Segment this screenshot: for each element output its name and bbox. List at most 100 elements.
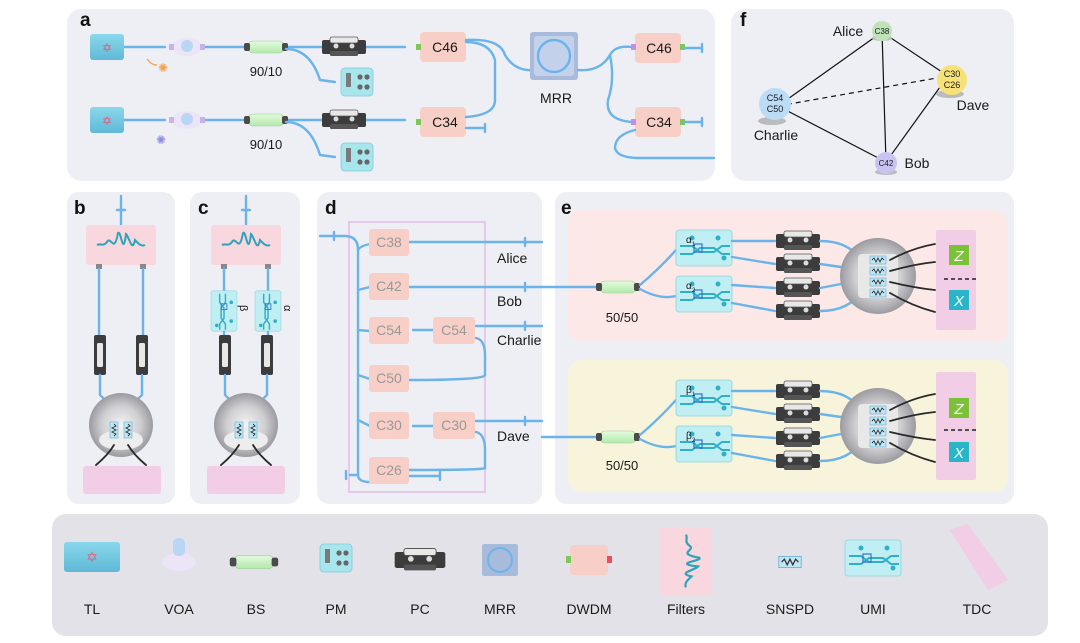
svg-text:✺: ✺ xyxy=(158,61,168,75)
demux-tree xyxy=(318,230,544,484)
dwdm-c54-a: C54 xyxy=(369,317,409,344)
dwdm-c46-left: C46 xyxy=(416,32,466,62)
laser-top-chain: ✡ ✺ 90/10 xyxy=(90,34,407,97)
legend-voa: VOA xyxy=(162,538,196,617)
mrr-ring: MRR xyxy=(530,32,578,106)
panel-a-label: a xyxy=(80,10,91,31)
dwdm-c46-right: C46 xyxy=(631,33,685,63)
svg-text:✺: ✺ xyxy=(156,133,166,147)
svg-text:SNSPD: SNSPD xyxy=(766,601,814,617)
svg-text:Bob: Bob xyxy=(905,155,930,171)
svg-text:PC: PC xyxy=(410,601,429,617)
svg-text:PM: PM xyxy=(326,601,347,617)
svg-text:C42: C42 xyxy=(376,278,402,294)
svg-text:TL: TL xyxy=(84,601,101,617)
svg-text:VOA: VOA xyxy=(164,601,194,617)
pm-icon xyxy=(340,142,374,172)
tl-icon xyxy=(90,107,124,133)
node-bob: C42 Bob xyxy=(875,152,930,175)
dwdm-c34-right: C34 xyxy=(631,107,685,137)
tl-icon xyxy=(90,34,124,60)
dwdm-c54-b: C54 xyxy=(433,317,475,344)
svg-text:C38: C38 xyxy=(875,27,890,36)
svg-text:✡: ✡ xyxy=(102,41,112,55)
panel-c-label: c xyxy=(198,198,209,219)
svg-text:Alice: Alice xyxy=(833,23,864,39)
svg-text:Dave: Dave xyxy=(957,97,990,113)
legend-bs: BS xyxy=(229,554,279,617)
panel-e-label: e xyxy=(561,198,572,219)
legend-dwdm: DWDM xyxy=(566,545,612,617)
bs-icon xyxy=(243,113,289,127)
svg-text:✡: ✡ xyxy=(86,549,98,565)
panel-b-label: b xyxy=(74,198,86,219)
svg-text:C54: C54 xyxy=(376,322,402,338)
dwdm-c30-b: C30 xyxy=(433,412,475,439)
svg-text:C50: C50 xyxy=(767,104,784,114)
bs-icon xyxy=(243,40,289,54)
svg-text:1: 1 xyxy=(692,392,696,398)
panel-c-setup: β α xyxy=(207,194,293,494)
dwdm-c42: C42 xyxy=(369,273,409,300)
svg-text:Filters: Filters xyxy=(667,601,705,617)
legend-umi: UMI xyxy=(844,539,902,617)
dwdm-c38: C38 xyxy=(369,229,409,256)
svg-text:C30: C30 xyxy=(944,69,961,79)
legend-bg xyxy=(52,514,1048,636)
svg-text:Z: Z xyxy=(953,401,964,418)
svg-text:✡: ✡ xyxy=(102,114,112,128)
splitter-top-label: 90/10 xyxy=(250,64,283,79)
svg-text:C50: C50 xyxy=(376,370,402,386)
node-charlie: C54 C50 Charlie xyxy=(754,88,799,143)
svg-text:α: α xyxy=(686,281,692,292)
svg-text:C30: C30 xyxy=(441,417,467,433)
svg-text:α: α xyxy=(281,305,293,312)
legend-snspd: SNSPD xyxy=(766,555,814,617)
panel-f-label: f xyxy=(740,10,747,31)
svg-text:C46: C46 xyxy=(432,39,458,55)
svg-text:DWDM: DWDM xyxy=(566,601,611,617)
splitter-bottom-label: 90/10 xyxy=(250,137,283,152)
node-dave: C30 C26 Dave xyxy=(936,65,990,113)
svg-text:C54: C54 xyxy=(767,93,784,103)
pm-icon xyxy=(340,67,374,97)
svg-text:β: β xyxy=(686,431,692,442)
svg-text:α: α xyxy=(686,235,692,246)
legend-tdc: TDC xyxy=(950,524,1008,617)
svg-text:C54: C54 xyxy=(441,322,467,338)
node-alice: C38 Alice xyxy=(833,21,892,41)
svg-text:1: 1 xyxy=(692,242,696,248)
user-charlie: Charlie xyxy=(497,332,542,348)
svg-text:Charlie: Charlie xyxy=(754,127,799,143)
dwdm-c26: C26 xyxy=(369,457,409,484)
svg-text:MRR: MRR xyxy=(540,90,572,106)
legend-mrr: MRR xyxy=(482,544,518,617)
svg-text:C46: C46 xyxy=(646,40,672,56)
user-alice: Alice xyxy=(497,250,528,266)
svg-text:X: X xyxy=(953,445,965,462)
svg-text:β: β xyxy=(237,305,249,311)
dwdm-c30-a: C30 xyxy=(369,412,409,439)
svg-text:TDC: TDC xyxy=(963,601,992,617)
svg-text:2: 2 xyxy=(692,288,696,294)
svg-text:X: X xyxy=(953,293,965,310)
panel-f-bg xyxy=(731,9,1014,181)
svg-text:C26: C26 xyxy=(376,462,402,478)
svg-text:Z: Z xyxy=(953,248,964,265)
legend-filters: Filters xyxy=(660,527,712,617)
legend-tl: ✡ TL xyxy=(64,542,120,617)
svg-text:C34: C34 xyxy=(646,114,672,130)
panel-b-setup xyxy=(83,194,161,494)
svg-text:UMI: UMI xyxy=(860,601,886,617)
svg-text:C26: C26 xyxy=(944,80,961,90)
network-graph xyxy=(777,31,949,163)
svg-text:BS: BS xyxy=(247,601,266,617)
legend-pc: PC xyxy=(394,547,446,617)
panel-a-bg xyxy=(67,9,715,181)
